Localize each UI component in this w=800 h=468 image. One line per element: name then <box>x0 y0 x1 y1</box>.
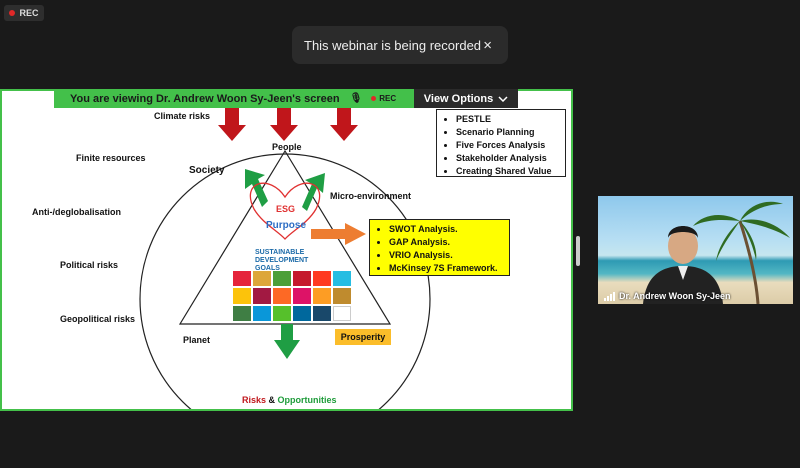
sdg-title: SUSTAINABLE DEVELOPMENT GOALS <box>255 249 309 272</box>
sdg-tile <box>233 288 251 304</box>
framework-item: Scenario Planning <box>456 126 559 139</box>
sdg-tile <box>313 271 331 287</box>
rec-label: REC <box>19 8 39 18</box>
sdg-tile <box>293 271 311 287</box>
label-people: People <box>272 142 302 152</box>
label-purpose: Purpose <box>266 220 307 231</box>
footer-risks: Risks <box>242 395 267 405</box>
label-finite-resources: Finite resources <box>76 153 146 163</box>
label-esg: ESG <box>276 204 296 214</box>
green-arrow-down <box>274 324 300 359</box>
sdg-tile <box>273 271 291 287</box>
sdg-tile <box>293 288 311 304</box>
analysis-item: VRIO Analysis. <box>389 249 503 262</box>
label-climate-risks: Climate risks <box>154 111 211 121</box>
shared-screen: Climate risks Finite resources Anti-/deg… <box>0 89 573 411</box>
recording-badge: REC <box>4 5 44 21</box>
toast-message: This webinar is being recorded <box>304 37 482 53</box>
sdg-banner: SUSTAINABLE DEVELOPMENT GOALS <box>255 249 325 272</box>
sdg-tile <box>233 271 251 287</box>
label-political-risks: Political risks <box>60 260 119 270</box>
view-options-label: View Options <box>423 92 494 105</box>
framework-item: Stakeholder Analysis <box>456 152 559 165</box>
label-geopolitical-risks: Geopolitical risks <box>60 314 136 324</box>
record-dot-icon <box>371 96 377 101</box>
sdg-tile <box>253 271 271 287</box>
prosperity-label: Prosperity <box>335 329 391 345</box>
footer-opportunities: Opportunities <box>277 395 337 405</box>
frameworks-box: PESTLE Scenario Planning Five Forces Ana… <box>436 109 566 177</box>
participant-name-tag: Dr. Andrew Woon Sy-Jeen <box>604 291 731 301</box>
sdg-tile <box>233 305 251 321</box>
framework-item: PESTLE <box>456 113 559 126</box>
sdg-tile <box>333 305 351 321</box>
participant-name: Dr. Andrew Woon Sy-Jeen <box>619 291 731 301</box>
label-micro-environment: Micro-environment <box>330 191 412 201</box>
sdg-tile <box>273 288 291 304</box>
framework-item: Creating Shared Value <box>456 165 559 178</box>
close-icon[interactable]: × <box>483 36 492 54</box>
mic-icon: 🎙 <box>349 93 363 104</box>
sdg-tiles <box>233 271 351 321</box>
signal-strength-icon <box>604 291 615 301</box>
viewing-banner: You are viewing Dr. Andrew Woon Sy-Jeen'… <box>54 89 414 108</box>
sdg-tile <box>293 305 311 321</box>
heart-shape <box>249 182 321 240</box>
analysis-item: GAP Analysis. <box>389 236 503 249</box>
prosperity-text: Prosperity <box>340 332 386 342</box>
analysis-box: SWOT Analysis. GAP Analysis. VRIO Analys… <box>369 219 510 276</box>
framework-item: Five Forces Analysis <box>456 139 559 152</box>
participant-video[interactable]: Dr. Andrew Woon Sy-Jeen <box>598 196 793 304</box>
rec-indicator: REC <box>371 94 396 103</box>
sdg-tile <box>333 288 351 304</box>
sdg-tile <box>253 305 271 321</box>
sdg-tile <box>273 305 291 321</box>
video-scene <box>643 201 790 304</box>
sdg-tile <box>313 305 331 321</box>
slide-diagram <box>139 108 431 409</box>
resize-handle[interactable] <box>576 236 580 266</box>
sdg-tile <box>313 288 331 304</box>
green-arrow-right <box>302 173 325 211</box>
label-society: Society <box>189 165 225 176</box>
green-arrow-left <box>245 169 268 207</box>
label-deglobalisation: Anti-/deglobalisation <box>32 207 121 217</box>
orange-arrow <box>311 223 366 245</box>
analysis-item: McKinsey 7S Framework. <box>389 262 503 275</box>
rec-indicator-label: REC <box>379 94 397 103</box>
footer-risks-opportunities: Risks & Opportunities <box>242 395 337 405</box>
analysis-item: SWOT Analysis. <box>389 223 503 236</box>
outer-circle <box>139 153 431 409</box>
sdg-tile <box>333 271 351 287</box>
sdg-tile <box>253 288 271 304</box>
viewing-text: You are viewing Dr. Andrew Woon Sy-Jeen'… <box>70 92 340 105</box>
footer-amp: & <box>266 395 278 405</box>
red-arrows <box>218 108 358 141</box>
label-planet: Planet <box>183 335 211 345</box>
chevron-down-icon <box>498 95 508 102</box>
recording-toast: This webinar is being recorded × <box>292 26 508 64</box>
view-options-button[interactable]: View Options <box>414 89 518 108</box>
record-dot-icon <box>9 10 16 16</box>
